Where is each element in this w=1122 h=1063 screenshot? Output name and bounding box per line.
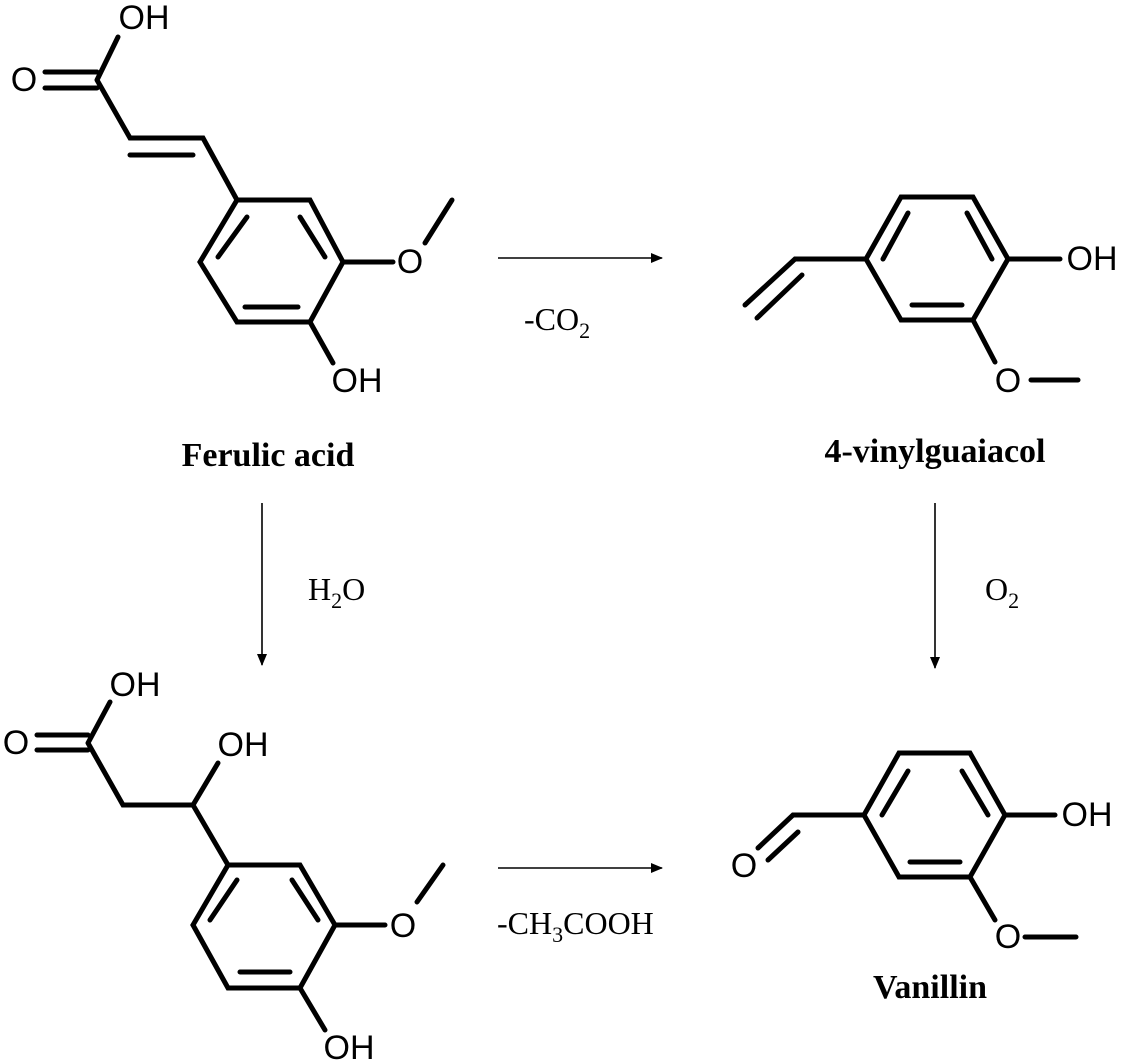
compound-name: Ferulic acid xyxy=(182,437,355,474)
atom-label: O xyxy=(995,918,1021,956)
atom-label: OH xyxy=(110,666,161,704)
hydrated-intermediate-structure: OH O OH O OH xyxy=(3,666,446,1063)
vanillin-structure: O OH O Vanillin xyxy=(731,750,1113,1006)
atom-label: OH xyxy=(218,726,269,764)
condition-oxidation: O2 xyxy=(985,571,1019,613)
atom-label: O xyxy=(995,362,1021,400)
condition-hydration: H2O xyxy=(308,571,365,613)
atom-label: OH xyxy=(1067,240,1118,278)
atom-label: O xyxy=(11,61,37,99)
atom-label: O xyxy=(397,243,423,281)
atom-label: O xyxy=(3,724,29,762)
compound-name: Vanillin xyxy=(873,969,987,1006)
vinylguaiacol-structure: OH O 4-vinylguaiacol xyxy=(742,194,1118,470)
condition-decarboxylation: -CO2 xyxy=(524,301,590,343)
atom-label: OH xyxy=(119,0,170,37)
atom-label: O xyxy=(731,847,757,885)
atom-label: OH xyxy=(332,362,383,400)
compound-name: 4-vinylguaiacol xyxy=(824,433,1045,470)
atom-label: OH xyxy=(1062,796,1113,834)
atom-label: OH xyxy=(324,1029,375,1063)
ferulic-acid-structure: OH O O OH Ferulic acid xyxy=(11,0,455,474)
condition-retro-aldol: -CH3COOH xyxy=(497,905,654,947)
atom-label: O xyxy=(390,907,416,945)
